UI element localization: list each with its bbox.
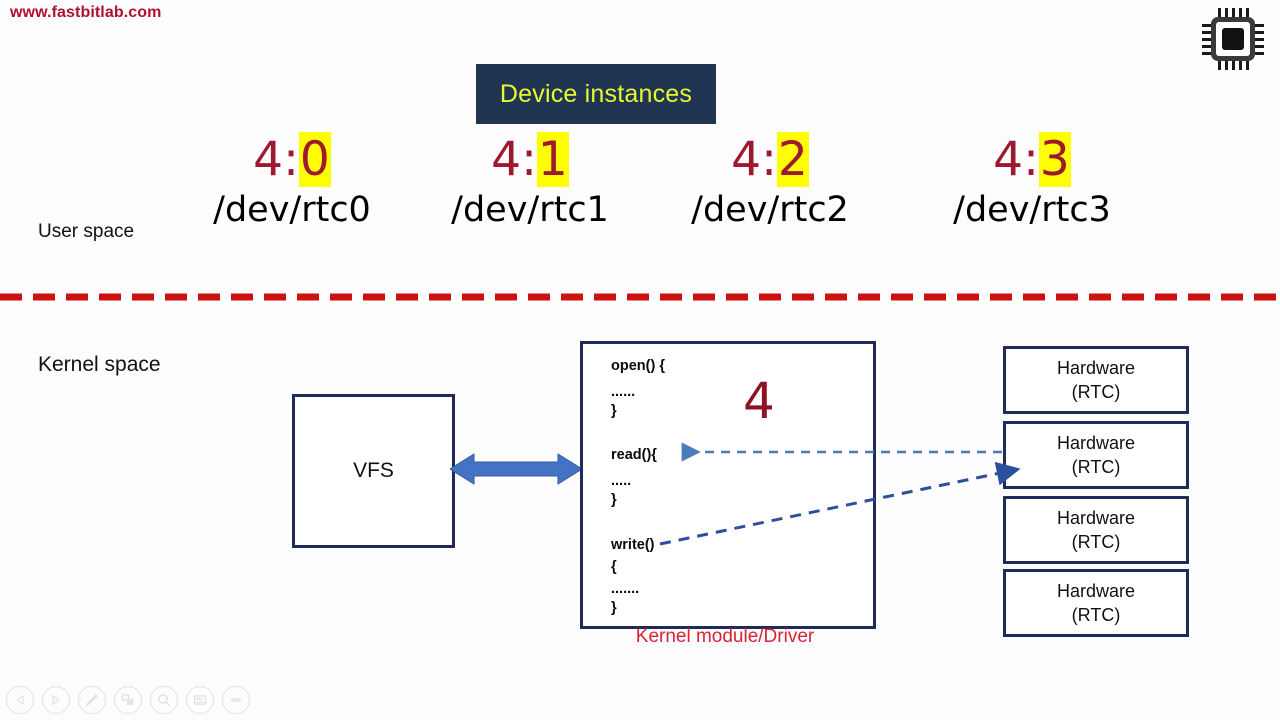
major-number-2: 4 xyxy=(731,132,762,187)
player-toolbar[interactable] xyxy=(6,686,250,714)
major-number-0: 4 xyxy=(253,132,284,187)
device-path-3: /dev/rtc3 xyxy=(953,190,1111,230)
user-kernel-divider xyxy=(0,288,1280,301)
hardware-box-2: Hardware (RTC) xyxy=(1003,496,1189,564)
next-slide-icon[interactable] xyxy=(42,686,70,714)
device-number-2: 4:2 xyxy=(650,132,890,187)
presentation-view-icon[interactable] xyxy=(186,686,214,714)
hardware-box-0: Hardware (RTC) xyxy=(1003,346,1189,414)
user-space-label: User space xyxy=(38,221,135,242)
code-line-1: ...... xyxy=(611,384,636,400)
device-number-0: 4:0 xyxy=(172,132,412,187)
device-instance-3: 4:3 /dev/rtc3 xyxy=(912,132,1152,232)
code-line-3: read(){ xyxy=(611,447,657,463)
vfs-driver-bidirectional-arrow xyxy=(449,448,583,490)
minor-number-0: 0 xyxy=(298,132,331,187)
kernel-module-box: open() { ...... } read(){ ..... } write(… xyxy=(580,341,876,629)
device-instance-2: 4:2 /dev/rtc2 xyxy=(650,132,890,232)
hardware-title-3: Hardware xyxy=(1056,581,1136,601)
device-path-0: /dev/rtc0 xyxy=(213,190,371,230)
hardware-subtitle-3: (RTC) xyxy=(1071,605,1121,625)
major-number-1: 4 xyxy=(491,132,522,187)
minor-number-1: 1 xyxy=(536,132,569,187)
slide-layout-icon[interactable] xyxy=(114,686,142,714)
pen-icon[interactable] xyxy=(78,686,106,714)
hardware-box-1: Hardware (RTC) xyxy=(1003,421,1189,489)
code-line-7: { xyxy=(611,559,617,575)
number-separator-2: : xyxy=(761,132,777,187)
code-line-5: } xyxy=(611,492,617,508)
code-line-8: ....... xyxy=(611,581,640,597)
device-instance-1: 4:1 /dev/rtc1 xyxy=(410,132,650,232)
code-line-9: } xyxy=(611,600,617,616)
code-line-0: open() { xyxy=(611,358,665,374)
hardware-title-1: Hardware xyxy=(1056,433,1136,453)
vfs-label: VFS xyxy=(353,459,394,482)
code-line-4: ..... xyxy=(611,473,632,489)
kernel-module-caption: Kernel module/Driver xyxy=(635,626,815,647)
major-number-3: 4 xyxy=(993,132,1024,187)
hardware-subtitle-0: (RTC) xyxy=(1071,382,1121,402)
site-watermark: www.fastbitlab.com xyxy=(10,4,162,21)
minor-number-2: 2 xyxy=(776,132,809,187)
device-path-1: /dev/rtc1 xyxy=(451,190,609,230)
hardware-box-3: Hardware (RTC) xyxy=(1003,569,1189,637)
hardware-subtitle-1: (RTC) xyxy=(1071,457,1121,477)
device-instance-0: 4:0 /dev/rtc0 xyxy=(172,132,412,232)
previous-slide-icon[interactable] xyxy=(6,686,34,714)
banner-title: Device instances xyxy=(499,79,693,108)
device-path-2: /dev/rtc2 xyxy=(691,190,849,230)
code-line-2: } xyxy=(611,403,617,419)
more-options-icon[interactable] xyxy=(222,686,250,714)
number-separator-0: : xyxy=(283,132,299,187)
minor-number-3: 3 xyxy=(1038,132,1071,187)
number-separator-3: : xyxy=(1023,132,1039,187)
hardware-subtitle-2: (RTC) xyxy=(1071,532,1121,552)
number-separator-1: : xyxy=(521,132,537,187)
hardware-title-2: Hardware xyxy=(1056,508,1136,528)
code-line-6: write() xyxy=(611,537,655,553)
zoom-icon[interactable] xyxy=(150,686,178,714)
device-number-1: 4:1 xyxy=(410,132,650,187)
driver-major-number: 4 xyxy=(743,372,775,430)
device-number-3: 4:3 xyxy=(912,132,1152,187)
device-instances-banner: Device instances xyxy=(476,64,716,124)
microchip-logo xyxy=(1200,6,1266,72)
hardware-title-0: Hardware xyxy=(1056,358,1136,378)
vfs-box: VFS xyxy=(292,394,455,548)
kernel-space-label: Kernel space xyxy=(38,353,161,376)
